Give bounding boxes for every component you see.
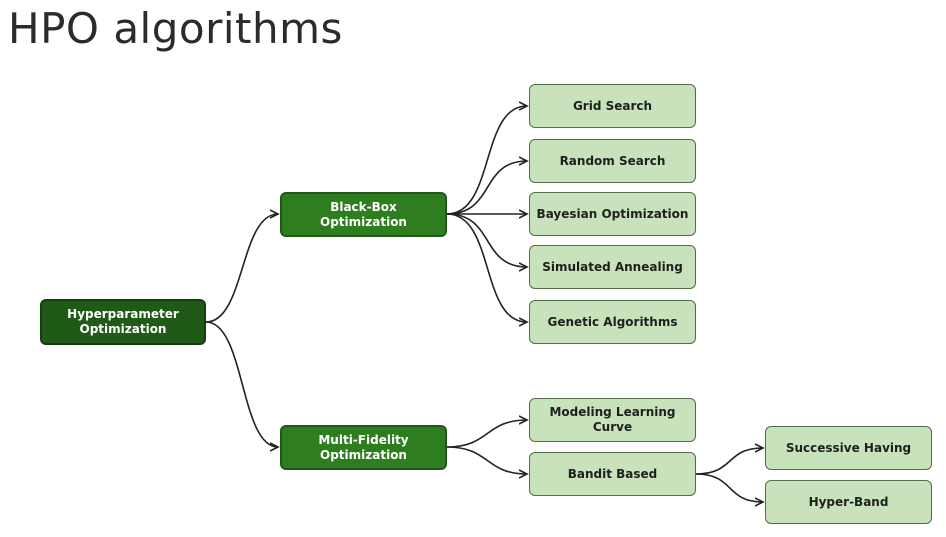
node-grid-search: Grid Search bbox=[529, 84, 696, 128]
edge-blackbox-genetic bbox=[446, 213, 527, 322]
page-title: HPO algorithms bbox=[8, 4, 343, 53]
edge-bandit-hyperband bbox=[695, 473, 763, 502]
node-hyperparameter-optimization: Hyperparameter Optimization bbox=[40, 299, 206, 345]
edge-blackbox-simulated bbox=[446, 213, 527, 267]
node-multi-fidelity-optimization: Multi-Fidelity Optimization bbox=[280, 425, 447, 470]
edge-root-multifidelity bbox=[205, 321, 278, 447]
edge-blackbox-grid bbox=[446, 106, 527, 215]
node-black-box-optimization: Black-Box Optimization bbox=[280, 192, 447, 237]
edge-bandit-successive bbox=[695, 448, 763, 475]
node-successive-having: Successive Having bbox=[765, 426, 932, 470]
edge-multifidelity-modeling bbox=[446, 420, 527, 448]
node-simulated-annealing: Simulated Annealing bbox=[529, 245, 696, 289]
edge-root-blackbox bbox=[205, 214, 278, 323]
node-bandit-based: Bandit Based bbox=[529, 452, 696, 496]
node-genetic-algorithms: Genetic Algorithms bbox=[529, 300, 696, 344]
edge-multifidelity-bandit bbox=[446, 446, 527, 474]
node-hyper-band: Hyper-Band bbox=[765, 480, 932, 524]
node-bayesian-optimization: Bayesian Optimization bbox=[529, 192, 696, 236]
edge-blackbox-random bbox=[446, 161, 527, 215]
node-random-search: Random Search bbox=[529, 139, 696, 183]
node-modeling-learning-curve: Modeling Learning Curve bbox=[529, 398, 696, 442]
